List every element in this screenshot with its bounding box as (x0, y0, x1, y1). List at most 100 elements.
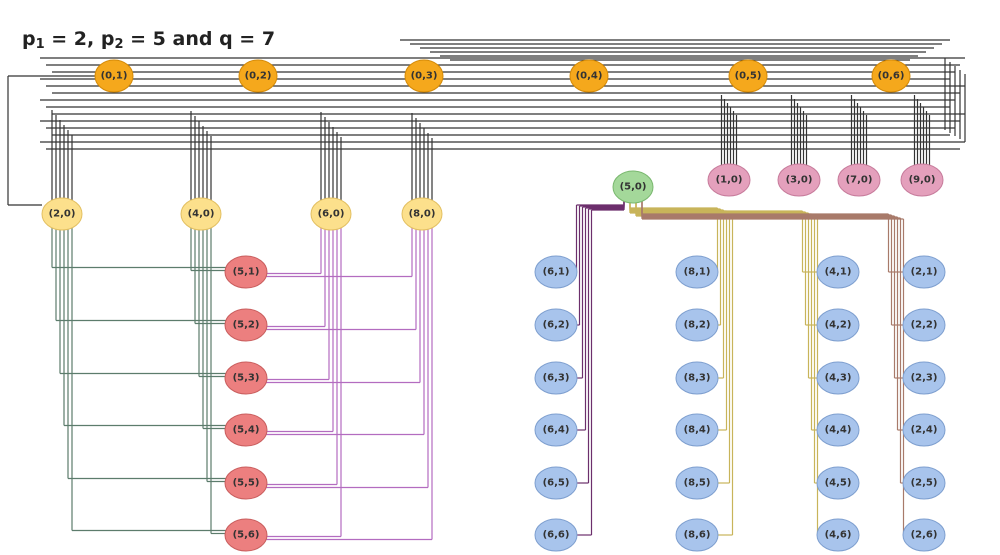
node-circle (707, 163, 751, 197)
node-0-3: (0,3) (404, 59, 444, 93)
node-label: (5,5) (233, 478, 260, 489)
node-circle (837, 163, 881, 197)
node-label: (3,0) (786, 175, 813, 186)
node-circle (180, 197, 222, 231)
node-5-4: (5,4) (224, 413, 268, 447)
node-4-1: (4,1) (816, 255, 860, 289)
node-circle (816, 255, 860, 289)
node-circle (728, 59, 768, 93)
node-2-3: (2,3) (902, 361, 946, 395)
node-label: (8,1) (684, 267, 711, 278)
node-label: (8,6) (684, 530, 711, 541)
node-circle (612, 170, 654, 204)
node-circle (675, 518, 719, 552)
node-circle (310, 197, 352, 231)
node-circle (675, 255, 719, 289)
node-circle (675, 361, 719, 395)
node-8-1: (8,1) (675, 255, 719, 289)
node-8-2: (8,2) (675, 308, 719, 342)
node-6-3: (6,3) (534, 361, 578, 395)
node-5-6: (5,6) (224, 518, 268, 552)
node-0-4: (0,4) (569, 59, 609, 93)
node-5-1: (5,1) (224, 255, 268, 289)
node-circle (902, 255, 946, 289)
node-2-0: (2,0) (41, 197, 83, 231)
node-circle (871, 59, 911, 93)
node-circle (534, 255, 578, 289)
node-circle (675, 413, 719, 447)
node-0-6: (0,6) (871, 59, 911, 93)
node-label: (5,3) (233, 373, 260, 384)
node-9-0: (9,0) (900, 163, 944, 197)
node-label: (4,2) (825, 320, 852, 331)
node-circle (816, 518, 860, 552)
node-8-3: (8,3) (675, 361, 719, 395)
node-label: (6,1) (543, 267, 570, 278)
node-layer: (0,1) (0,2) (0,3) (0,4) (0,5) (0,6) (2,0) (4,0)… (41, 59, 946, 552)
node-6-5: (6,5) (534, 466, 578, 500)
node-label: (0,6) (878, 71, 905, 82)
node-label: (8,5) (684, 478, 711, 489)
node-label: (6,3) (543, 373, 570, 384)
node-6-4: (6,4) (534, 413, 578, 447)
node-label: (2,6) (911, 530, 938, 541)
node-4-6: (4,6) (816, 518, 860, 552)
node-label: (5,1) (233, 267, 260, 278)
node-label: (2,2) (911, 320, 938, 331)
node-2-4: (2,4) (902, 413, 946, 447)
node-label: (2,4) (911, 425, 938, 436)
node-label: (9,0) (909, 175, 936, 186)
node-circle (816, 466, 860, 500)
node-circle (224, 255, 268, 289)
node-6-2: (6,2) (534, 308, 578, 342)
node-circle (238, 59, 278, 93)
node-circle (534, 308, 578, 342)
node-6-6: (6,6) (534, 518, 578, 552)
node-circle (675, 466, 719, 500)
node-label: (5,2) (233, 320, 260, 331)
node-8-4: (8,4) (675, 413, 719, 447)
node-label: (4,3) (825, 373, 852, 384)
node-6-0: (6,0) (310, 197, 352, 231)
node-label: (5,6) (233, 530, 260, 541)
node-circle (41, 197, 83, 231)
node-label: (8,3) (684, 373, 711, 384)
node-label: (6,2) (543, 320, 570, 331)
node-circle (534, 361, 578, 395)
node-circle (94, 59, 134, 93)
node-label: (0,1) (101, 71, 128, 82)
node-label: (6,6) (543, 530, 570, 541)
node-2-5: (2,5) (902, 466, 946, 500)
node-8-6: (8,6) (675, 518, 719, 552)
node-0-2: (0,2) (238, 59, 278, 93)
node-circle (816, 361, 860, 395)
node-circle (224, 361, 268, 395)
node-label: (5,4) (233, 425, 260, 436)
node-1-0: (1,0) (707, 163, 751, 197)
node-circle (569, 59, 609, 93)
node-label: (4,6) (825, 530, 852, 541)
node-circle (902, 413, 946, 447)
node-label: (4,4) (825, 425, 852, 436)
node-label: (7,0) (846, 175, 873, 186)
node-label: (5,0) (620, 182, 647, 193)
node-label: (6,5) (543, 478, 570, 489)
node-circle (224, 413, 268, 447)
node-circle (401, 197, 443, 231)
node-circle (816, 413, 860, 447)
node-label: (1,0) (716, 175, 743, 186)
node-5-3: (5,3) (224, 361, 268, 395)
node-2-2: (2,2) (902, 308, 946, 342)
node-5-2: (5,2) (224, 308, 268, 342)
node-7-0: (7,0) (837, 163, 881, 197)
node-circle (675, 308, 719, 342)
node-label: (8,4) (684, 425, 711, 436)
node-2-6: (2,6) (902, 518, 946, 552)
node-4-0: (4,0) (180, 197, 222, 231)
node-label: (2,0) (49, 209, 76, 220)
node-4-2: (4,2) (816, 308, 860, 342)
node-4-5: (4,5) (816, 466, 860, 500)
node-label: (8,0) (409, 209, 436, 220)
node-0-5: (0,5) (728, 59, 768, 93)
